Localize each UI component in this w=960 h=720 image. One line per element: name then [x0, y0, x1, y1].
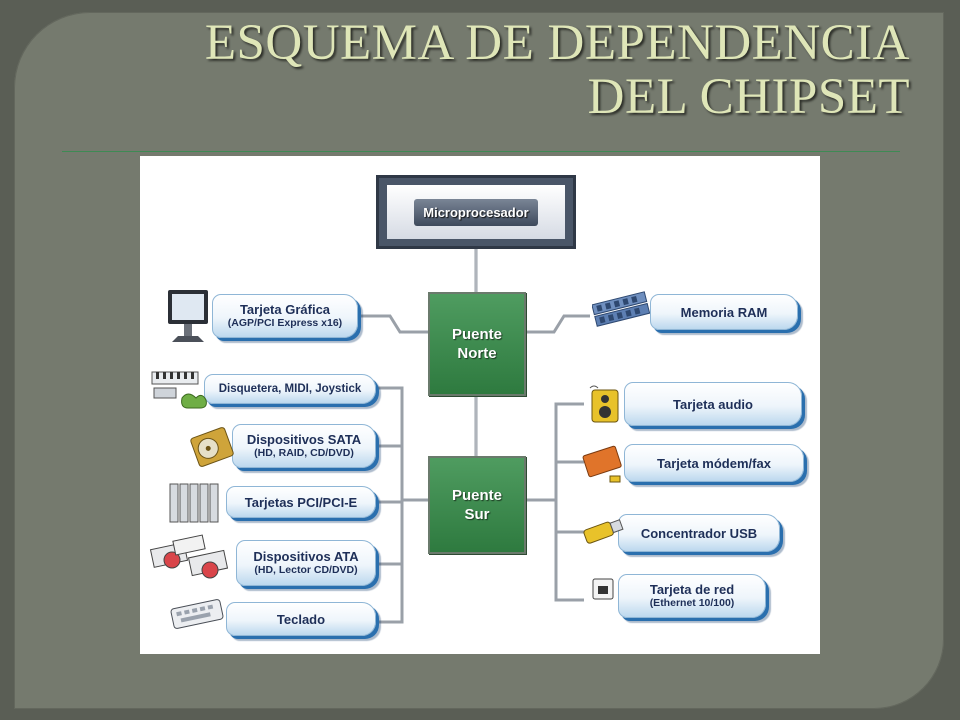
cpu-box: Microprocesador — [376, 175, 576, 249]
network-card-icon — [592, 578, 614, 600]
right-device-sub-4: (Ethernet 10/100) — [649, 597, 735, 609]
right-device-box-4: Tarjeta de red (Ethernet 10/100) — [618, 574, 766, 618]
optical-drives-icon — [149, 534, 229, 579]
south-bridge-line-2: Sur — [464, 506, 490, 523]
south-bridge-line-1: Puente — [451, 487, 502, 504]
left-device-box-2: Dispositivos SATA (HD, RAID, CD/DVD) — [232, 424, 376, 468]
keyboard-gamepad-icon — [151, 371, 207, 409]
right-device-box-1: Tarjeta audio — [624, 382, 802, 426]
usb-stick-icon — [583, 519, 624, 544]
chipset-diagram: Microprocesador Puente Norte Puente Sur … — [140, 156, 820, 654]
north-bridge: Puente Norte — [428, 292, 526, 396]
south-bridge: Puente Sur — [428, 456, 526, 554]
left-device-sub-4: (HD, Lector CD/DVD) — [254, 564, 358, 576]
left-device-sub-2: (HD, RAID, CD/DVD) — [254, 447, 354, 459]
title-line-1: ESQUEMA DE DEPENDENCIA — [204, 15, 910, 71]
cpu-label: Microprocesador — [414, 198, 538, 226]
slide-title: ESQUEMA DE DEPENDENCIA DEL CHIPSET — [120, 16, 910, 124]
right-device-box-2: Tarjeta módem/fax — [624, 444, 804, 482]
left-device-label-4: Dispositivos ATA — [253, 549, 359, 564]
left-device-label-2: Dispositivos SATA — [246, 432, 362, 447]
north-bridge-line-2: Norte — [457, 345, 497, 362]
keyboard-icon — [170, 599, 224, 629]
left-device-label-5: Teclado — [276, 611, 326, 627]
speaker-icon — [589, 385, 619, 423]
monitor-icon — [168, 290, 208, 342]
graphics-card-label: Tarjeta Gráfica — [239, 302, 331, 317]
graphics-card-sub: (AGP/PCI Express x16) — [227, 317, 343, 329]
left-device-box-1: Disquetera, MIDI, Joystick — [204, 374, 376, 404]
right-device-box-3: Concentrador USB — [618, 514, 780, 552]
graphics-card-box: Tarjeta Gráfica (AGP/PCI Express x16) — [212, 294, 358, 338]
connector-lines — [358, 249, 590, 624]
left-device-label-3: Tarjetas PCI/PCI-E — [244, 494, 358, 510]
ram-box: Memoria RAM — [650, 294, 798, 330]
left-device-box-3: Tarjetas PCI/PCI-E — [226, 486, 376, 518]
left-device-box-4: Dispositivos ATA (HD, Lector CD/DVD) — [236, 540, 376, 586]
right-device-label-1: Tarjeta audio — [673, 396, 753, 412]
north-bridge-line-1: Puente — [451, 326, 502, 343]
right-device-label-3: Concentrador USB — [640, 525, 758, 541]
left-device-label-1: Disquetera, MIDI, Joystick — [218, 382, 362, 395]
title-line-2: DEL CHIPSET — [587, 69, 910, 125]
right-device-label-4: Tarjeta de red — [649, 582, 735, 597]
ram-label: Memoria RAM — [680, 304, 768, 320]
hard-disk-icon — [190, 427, 234, 467]
pci-cards-icon — [169, 483, 219, 523]
title-divider — [62, 151, 900, 152]
ram-module-icon — [592, 291, 650, 327]
left-device-box-5: Teclado — [226, 602, 376, 636]
modem-icon — [582, 445, 622, 483]
right-device-label-2: Tarjeta módem/fax — [657, 455, 771, 471]
